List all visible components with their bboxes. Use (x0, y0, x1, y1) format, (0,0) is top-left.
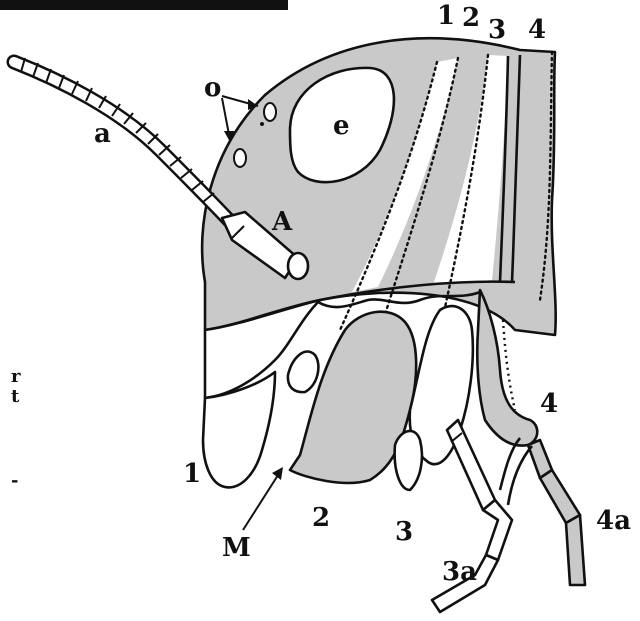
label-lower-segment-2: 2 (312, 503, 330, 533)
ocellus-small (260, 122, 264, 126)
label-lower-segment-3: 3 (395, 517, 413, 547)
label-palp-3a: 3a (442, 557, 477, 587)
margin-fragment-dash: - (11, 470, 18, 491)
label-palp-4a: 4a (596, 506, 631, 536)
label-top-segment-4: 4 (528, 15, 546, 45)
label-eye: e (333, 111, 350, 141)
mouth-arrow-head (272, 467, 283, 480)
label-ocelli: o (204, 73, 221, 103)
appendage-3-lower-lobes (395, 431, 422, 490)
label-top-segment-3: 3 (488, 15, 506, 45)
head-capsule: e (202, 38, 556, 335)
label-lower-segment-1: 1 (183, 459, 201, 489)
label-antenna: a (94, 119, 111, 149)
top-border-bar (0, 0, 288, 10)
ocellus-lower (234, 149, 246, 167)
ocellus-upper (264, 103, 276, 121)
appendage-2-small-lobe (288, 352, 318, 393)
palp-3a-segment-2 (483, 500, 512, 560)
mouth-arrow (243, 472, 280, 530)
palp-4a-segment-2 (540, 470, 580, 523)
antenna-socket (288, 253, 308, 279)
label-antenna-base: A (271, 207, 293, 237)
palp-3a-segment-1 (447, 420, 495, 510)
label-top-segment-1: 1 (437, 1, 455, 31)
label-mouth: M (222, 533, 251, 563)
label-top-segment-2: 2 (462, 3, 480, 33)
margin-fragment-r: r (11, 366, 21, 387)
mouthparts (203, 290, 537, 490)
palp-4a (500, 438, 585, 585)
label-lower-segment-4: 4 (540, 389, 558, 419)
palp-4a-segment-3 (566, 515, 585, 585)
margin-fragment-t: t (11, 386, 20, 407)
